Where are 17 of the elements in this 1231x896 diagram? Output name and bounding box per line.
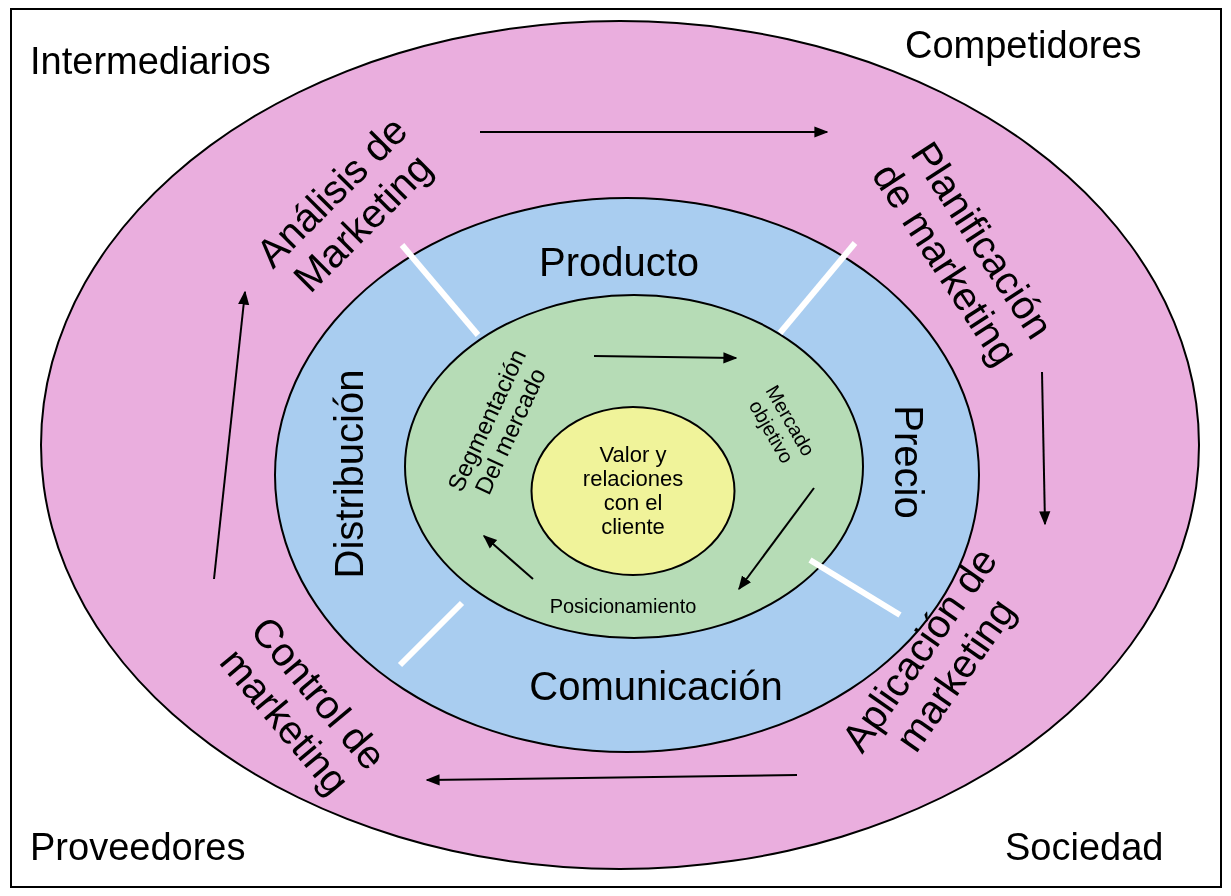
arrow bbox=[738, 487, 815, 591]
arrow bbox=[425, 774, 798, 786]
environment-label: Proveedores bbox=[30, 826, 246, 869]
arrow bbox=[213, 290, 250, 580]
arrow bbox=[479, 126, 829, 138]
section-label: Producto bbox=[538, 240, 700, 284]
environment-label: Competidores bbox=[905, 24, 1142, 67]
environment-label: Intermediarios bbox=[30, 40, 271, 83]
core-circle: Valor y relaciones con el cliente bbox=[530, 406, 736, 576]
section-label: Distribución bbox=[327, 369, 371, 579]
arrow bbox=[482, 535, 534, 580]
arrow bbox=[593, 352, 738, 364]
section-label: Comunicación bbox=[529, 664, 783, 708]
environment-label: Sociedad bbox=[1005, 826, 1164, 869]
section-label: Precio bbox=[887, 405, 931, 519]
stage-label: Posicionamiento bbox=[528, 595, 718, 617]
arrow bbox=[1039, 371, 1051, 526]
